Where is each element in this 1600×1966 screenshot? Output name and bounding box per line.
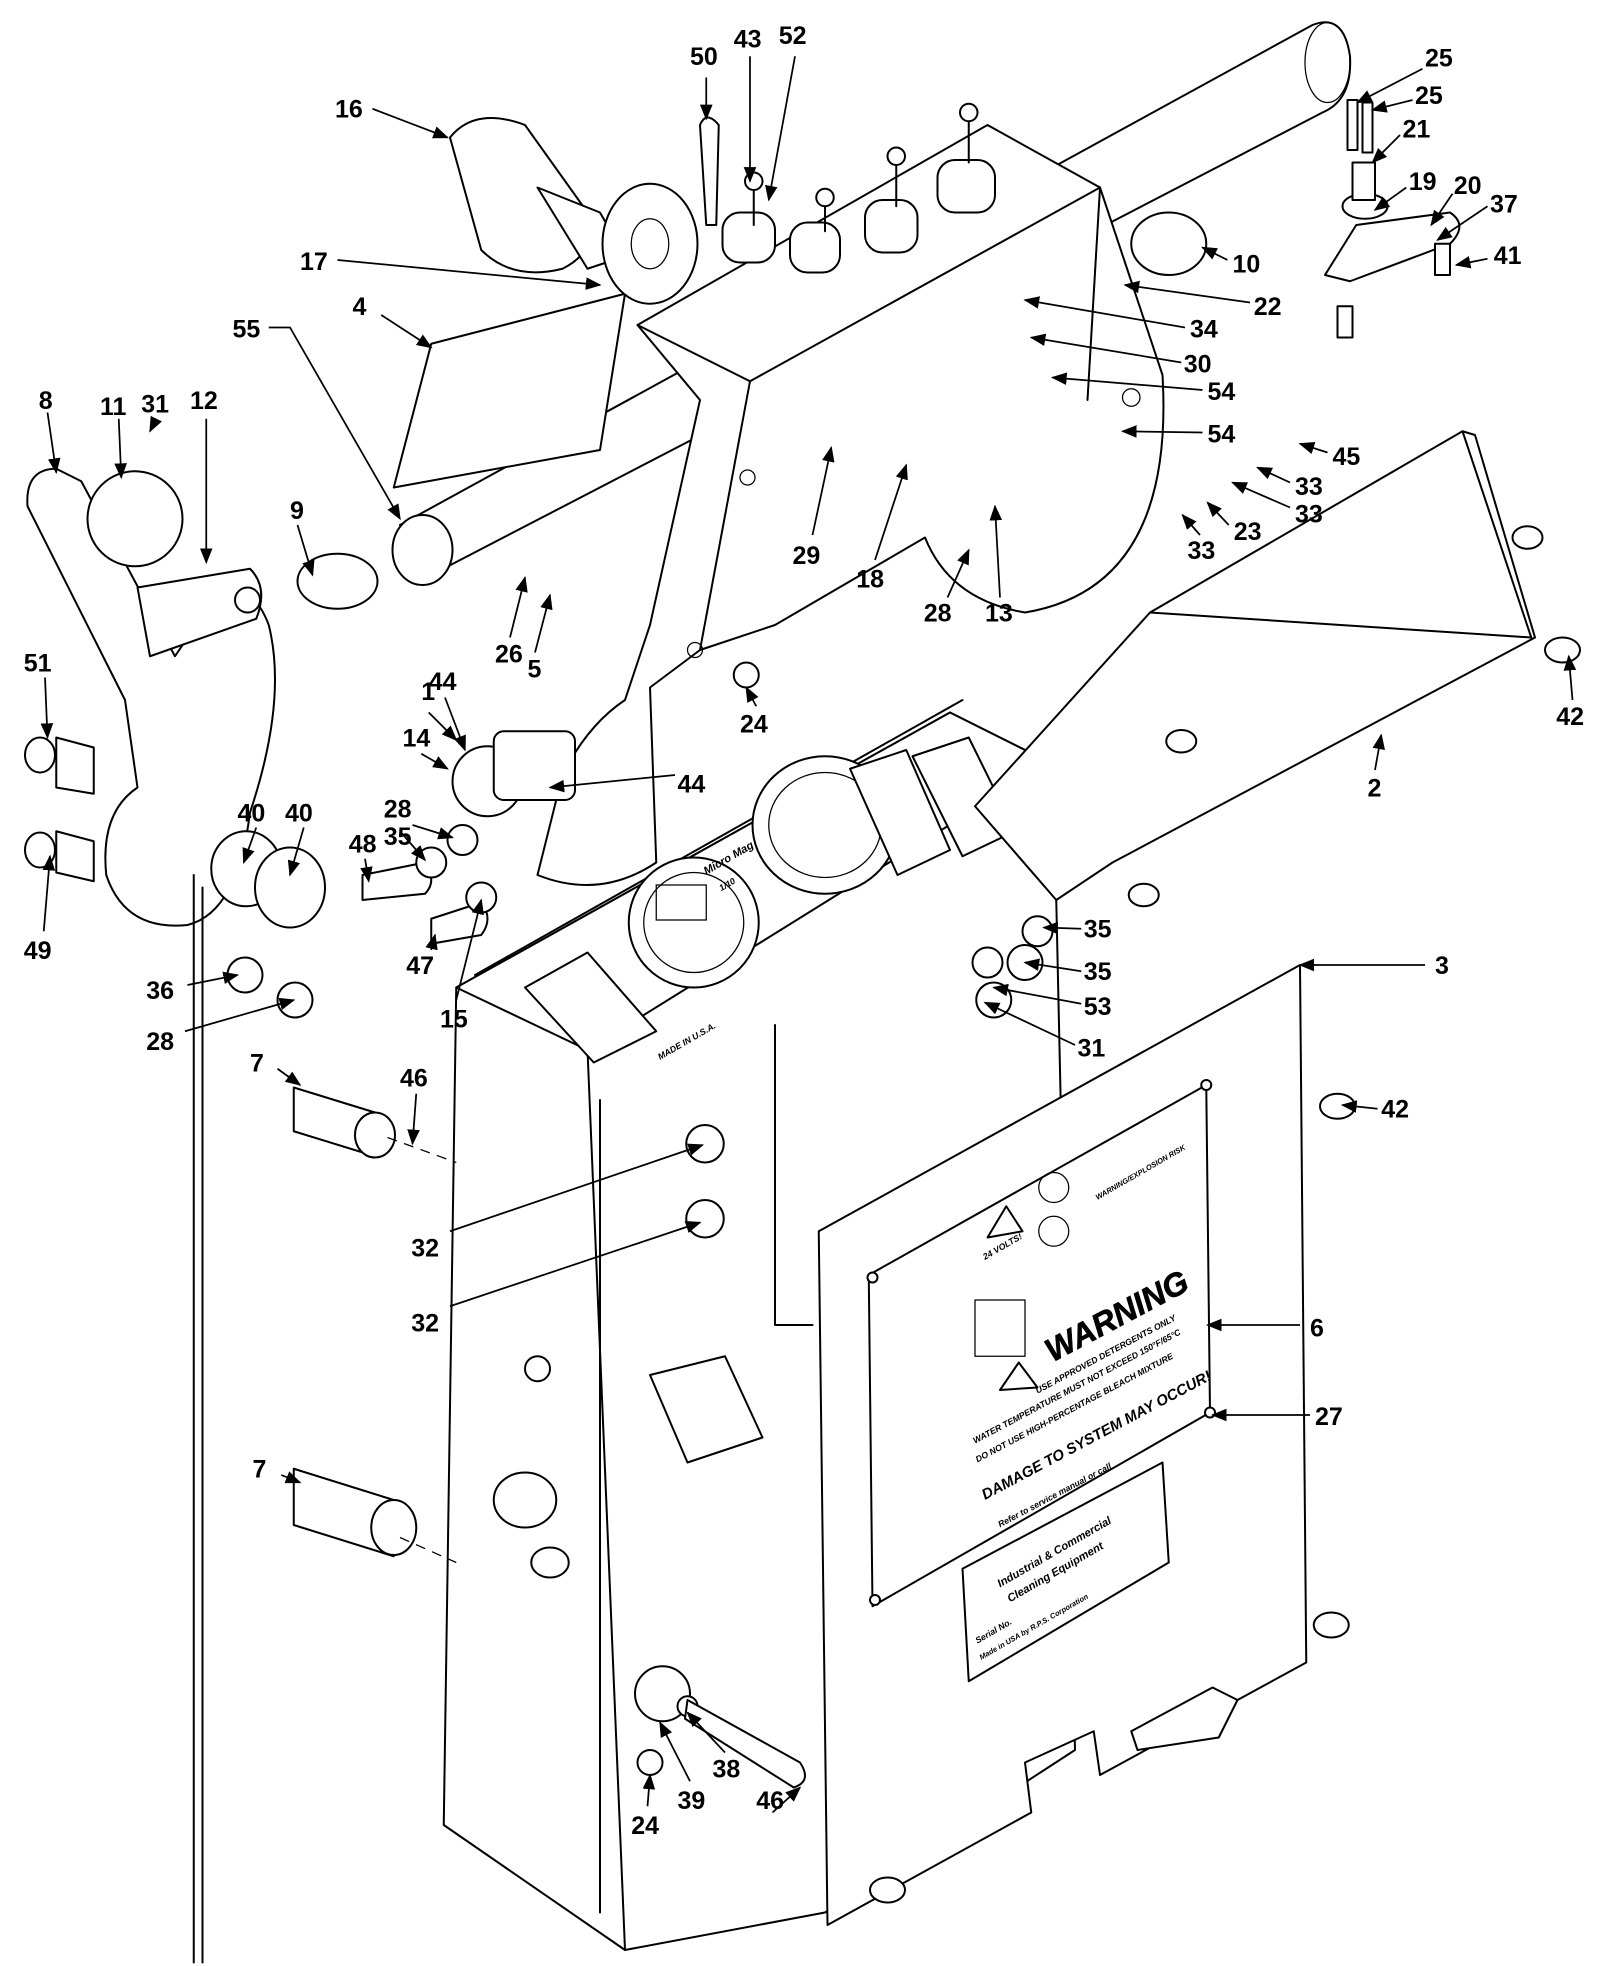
callout-3: 3 xyxy=(1435,952,1449,980)
callout-29: 29 xyxy=(793,542,821,570)
callout-55: 55 xyxy=(233,316,261,344)
callout-32a: 32 xyxy=(411,1234,439,1262)
callout-40b: 40 xyxy=(285,799,313,827)
callout-33a: 33 xyxy=(1295,473,1323,501)
callout-9: 9 xyxy=(290,497,304,525)
callout-53: 53 xyxy=(1084,993,1112,1021)
callout-8: 8 xyxy=(39,387,53,415)
callout-25a: 25 xyxy=(1425,44,1453,72)
callout-24b: 24 xyxy=(631,1812,659,1840)
callout-17: 17 xyxy=(300,248,328,276)
callout-7a: 7 xyxy=(250,1049,264,1077)
callout-7b: 7 xyxy=(253,1456,267,1484)
callout-19: 19 xyxy=(1409,168,1437,196)
callout-31a: 31 xyxy=(141,390,169,418)
callout-28c: 28 xyxy=(146,1028,174,1056)
callout-44b: 44 xyxy=(678,771,706,799)
callout-31b: 31 xyxy=(1078,1034,1106,1062)
callout-49: 49 xyxy=(24,937,52,965)
callout-46a: 46 xyxy=(400,1064,428,1092)
leader-lines xyxy=(40,56,1577,1814)
callout-46b: 46 xyxy=(756,1787,784,1815)
callout-34: 34 xyxy=(1190,316,1218,344)
callout-35b: 35 xyxy=(1084,916,1112,944)
callout-10: 10 xyxy=(1233,251,1261,279)
callout-24a: 24 xyxy=(740,711,768,739)
callout-35a: 35 xyxy=(384,823,412,851)
callout-32b: 32 xyxy=(411,1309,439,1337)
callout-54a: 54 xyxy=(1208,378,1236,406)
callout-27: 27 xyxy=(1315,1403,1343,1431)
callout-42a: 42 xyxy=(1556,703,1584,731)
callout-33b: 33 xyxy=(1295,500,1323,528)
callout-36: 36 xyxy=(146,977,174,1005)
callout-11: 11 xyxy=(100,393,127,421)
callout-48: 48 xyxy=(349,831,377,859)
callout-14: 14 xyxy=(403,724,431,752)
callout-44a: 44 xyxy=(429,668,457,696)
callout-28b: 28 xyxy=(384,796,412,824)
callout-38: 38 xyxy=(713,1756,741,1784)
callout-45: 45 xyxy=(1333,443,1361,471)
callout-16: 16 xyxy=(335,96,363,124)
switch-21 xyxy=(1323,98,1461,339)
callout-54b: 54 xyxy=(1208,420,1236,448)
callout-26: 26 xyxy=(495,641,523,669)
callout-21: 21 xyxy=(1403,116,1431,144)
callout-1: 1 xyxy=(421,678,435,706)
callout-22: 22 xyxy=(1254,293,1282,321)
callout-37: 37 xyxy=(1490,191,1518,219)
callout-47: 47 xyxy=(406,952,434,980)
callout-51: 51 xyxy=(24,649,52,677)
callout-15: 15 xyxy=(440,1006,468,1034)
callout-39: 39 xyxy=(678,1787,706,1815)
callout-52: 52 xyxy=(779,22,807,50)
callout-18: 18 xyxy=(856,566,884,594)
callout-28a: 28 xyxy=(924,599,952,627)
callout-13: 13 xyxy=(985,599,1013,627)
callout-12: 12 xyxy=(190,387,218,415)
callout-labels: 16 50 43 52 25 25 21 19 20 37 41 10 22 1… xyxy=(24,22,1584,1840)
serial-plate: Industrial & Commercial Cleaning Equipme… xyxy=(961,1461,1170,1683)
callout-40a: 40 xyxy=(238,799,266,827)
callout-20: 20 xyxy=(1454,172,1482,200)
callout-2: 2 xyxy=(1368,774,1382,802)
callout-35c: 35 xyxy=(1084,958,1112,986)
callout-42b: 42 xyxy=(1381,1096,1409,1124)
callout-41: 41 xyxy=(1494,242,1522,270)
callout-50: 50 xyxy=(690,43,718,71)
callout-6: 6 xyxy=(1310,1314,1324,1342)
lever-arm-8 xyxy=(24,467,379,1964)
callout-5: 5 xyxy=(528,656,542,684)
handle-bracket xyxy=(536,123,1165,886)
callout-23: 23 xyxy=(1234,518,1262,546)
callout-43: 43 xyxy=(734,25,762,53)
control-knobs xyxy=(699,102,996,274)
callout-25b: 25 xyxy=(1415,82,1443,110)
callout-30: 30 xyxy=(1184,350,1212,378)
plug-16 xyxy=(449,117,1208,305)
callout-4: 4 xyxy=(353,293,367,321)
callout-33c: 33 xyxy=(1188,537,1216,565)
